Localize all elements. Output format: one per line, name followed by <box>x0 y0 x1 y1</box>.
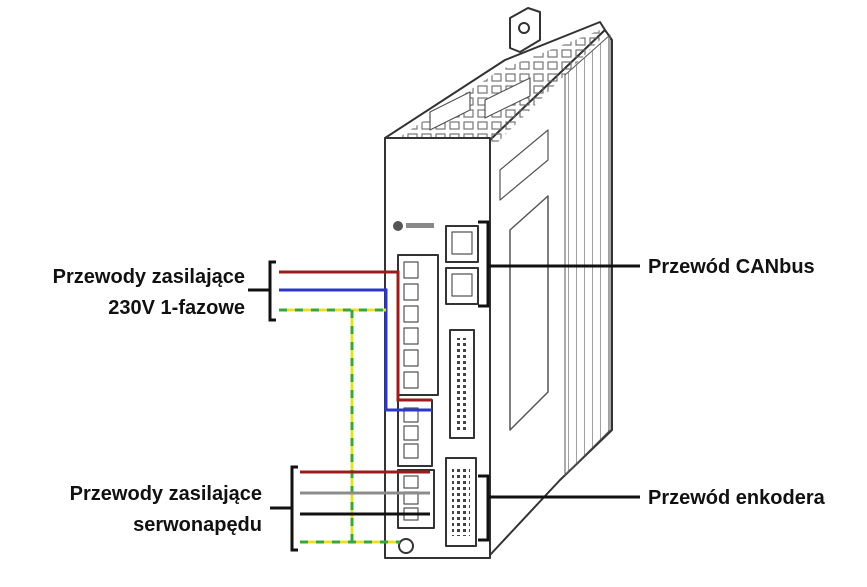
mounting-hole <box>518 22 530 34</box>
bracket-canbus <box>478 220 490 308</box>
ground-screw <box>398 538 414 554</box>
heatsink-fins <box>564 34 611 476</box>
label-encoder: Przewód enkodera <box>648 487 825 509</box>
bracket-encoder <box>478 474 490 542</box>
phase-wire <box>279 270 432 402</box>
wiring <box>279 270 432 544</box>
bracket-servo <box>290 465 298 552</box>
label-power-in-2: 230V 1-fazowe <box>108 297 245 319</box>
bracket-power-in <box>268 260 276 322</box>
side-panel-recess <box>509 195 549 431</box>
label-servo-2: serwonapędu <box>133 514 262 536</box>
callouts <box>248 220 640 552</box>
label-servo-1: Przewody zasilające <box>69 483 262 505</box>
label-canbus: Przewód CANbus <box>648 256 815 278</box>
neutral-wire <box>279 288 432 412</box>
label-power-in-1: Przewody zasilające <box>52 266 245 288</box>
brand-logo-icon <box>393 221 403 231</box>
servo-drive-device <box>384 7 613 559</box>
